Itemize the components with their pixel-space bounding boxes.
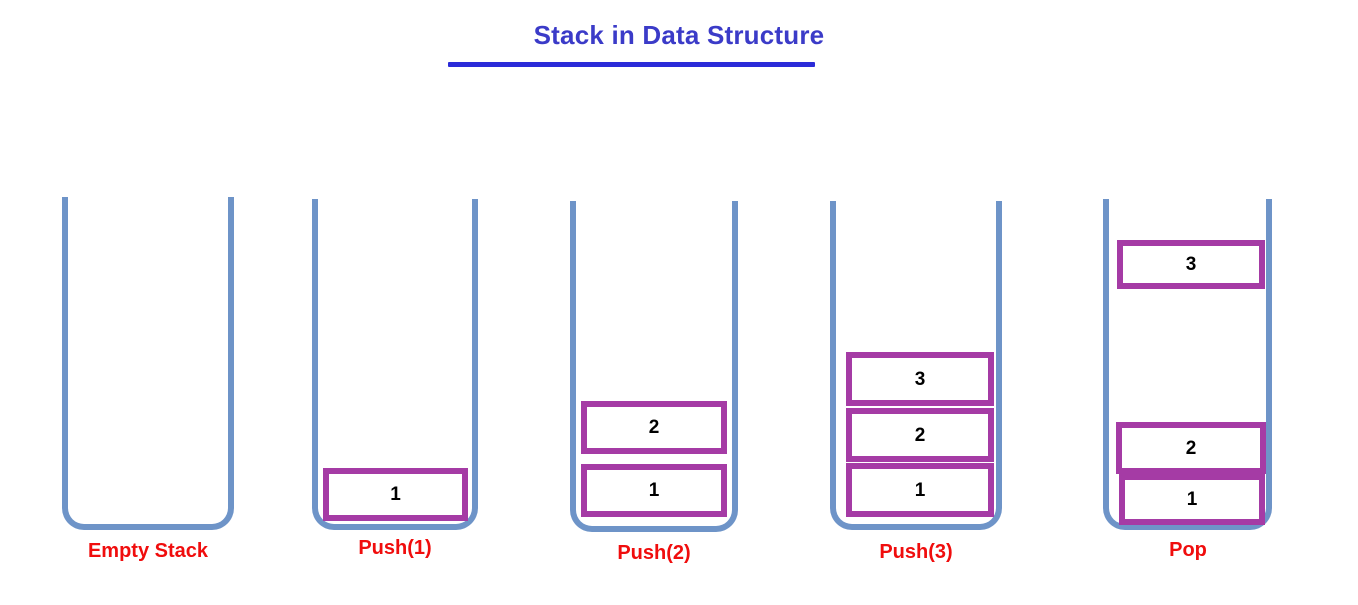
stack-box-value: 1 <box>1186 489 1198 510</box>
stack-box-value: 1 <box>390 484 401 505</box>
stack-container <box>830 201 1002 530</box>
stack-label-push-3: Push(3) <box>879 541 953 563</box>
stack-figure-push-1: 1 Push(1) <box>312 0 478 605</box>
stack-box-popped[interactable]: 3 <box>1117 240 1265 289</box>
stack-container <box>312 199 478 530</box>
stack-box-value: 3 <box>1185 254 1197 275</box>
stack-container <box>62 197 234 530</box>
stack-label-push-2: Push(2) <box>617 542 691 564</box>
stack-box-value: 2 <box>648 417 660 438</box>
stack-box-value: 1 <box>914 479 926 501</box>
stack-label-empty-stack: Empty Stack <box>87 540 209 562</box>
stack-box-value: 2 <box>914 424 926 446</box>
stack-box-value: 1 <box>648 480 660 501</box>
stack-container <box>570 201 738 532</box>
stack-label-pop: Pop <box>1169 539 1207 561</box>
stack-box-value: 2 <box>1185 437 1197 459</box>
stack-box[interactable]: 2 <box>581 401 727 454</box>
stack-box[interactable]: 1 <box>1119 474 1265 525</box>
stack-figure-empty-stack: Empty Stack <box>62 0 234 605</box>
stack-box[interactable]: 2 <box>846 408 994 462</box>
title-underline <box>448 62 815 67</box>
stack-box[interactable]: 2 <box>1116 422 1266 474</box>
stack-figure-push-2: 1 2 Push(2) <box>570 0 738 605</box>
stack-label-push-1: Push(1) <box>358 537 432 559</box>
title-block: Stack in Data Structure <box>0 20 1358 50</box>
stack-box[interactable]: 1 <box>846 463 994 517</box>
stack-figure-push-3: 1 2 3 Push(3) <box>830 0 1002 605</box>
stack-container <box>1103 199 1272 530</box>
stack-box[interactable]: 3 <box>846 352 994 406</box>
stack-figure-pop: 1 2 3 Pop <box>1103 0 1272 605</box>
page-title: Stack in Data Structure <box>533 20 825 50</box>
stack-box[interactable]: 1 <box>581 464 727 517</box>
stack-box[interactable]: 1 <box>323 468 468 521</box>
stack-box-value: 3 <box>914 368 926 390</box>
